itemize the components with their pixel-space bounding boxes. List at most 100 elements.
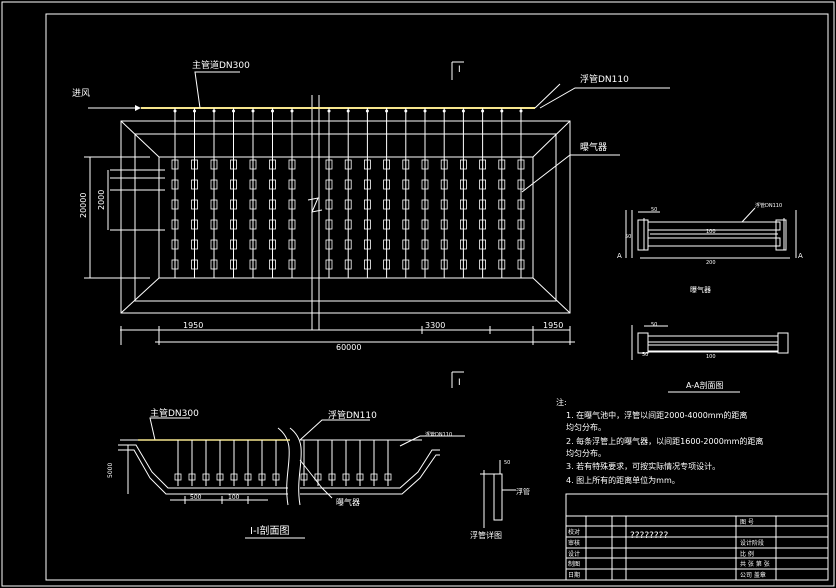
aerator	[517, 159, 525, 170]
aerator	[383, 159, 391, 170]
aa-dim-second-left: 50	[642, 352, 648, 358]
aerator	[210, 159, 218, 170]
aerator	[269, 259, 276, 270]
section-aerator	[258, 473, 266, 481]
section-dim-a: 500	[190, 494, 202, 501]
pipe-junction	[212, 109, 216, 113]
aerator	[421, 219, 429, 230]
aerator	[288, 239, 296, 250]
aa-dim-top: 50	[651, 207, 657, 213]
aerator	[191, 179, 198, 190]
pipe-junction	[346, 109, 350, 113]
pipe-junction	[404, 109, 408, 113]
aa-detail	[625, 207, 797, 360]
plan-float-pipe-label: 浮管DN110	[580, 73, 629, 85]
tank-outer	[120, 120, 571, 314]
plan-dim-right-end: 1950	[543, 321, 563, 330]
aa-dim-second-top: 50	[651, 322, 657, 328]
aerator	[402, 199, 410, 210]
aerator	[402, 159, 410, 170]
notes: 注: 1. 在曝气池中，浮管以间距2000-4000mm的距离 均匀分布。 2.…	[556, 397, 763, 485]
aerator	[402, 259, 410, 270]
aerator	[344, 259, 352, 270]
aa-title: A-A剖面图	[686, 380, 723, 390]
title-block	[565, 493, 829, 581]
aerator	[230, 219, 237, 230]
aerator	[269, 239, 276, 250]
pipe-junction	[385, 109, 389, 113]
pipe-junction	[365, 109, 369, 113]
aerator	[171, 239, 179, 250]
section-aerator	[370, 473, 378, 481]
aerator	[325, 159, 333, 170]
pipe-junction	[232, 109, 235, 113]
plan-leaders	[110, 71, 670, 231]
aerator	[269, 199, 276, 210]
aerator	[517, 179, 525, 190]
aerator	[498, 239, 506, 250]
aerator	[383, 239, 391, 250]
aerator	[440, 159, 448, 170]
aerator	[517, 199, 525, 210]
section-aerator	[174, 473, 182, 481]
aa-pipe-callout: 浮管DN110	[755, 202, 782, 209]
aerator	[171, 259, 179, 270]
aerator	[325, 179, 333, 190]
aerator	[440, 179, 448, 190]
aerator	[479, 179, 487, 190]
aerator	[288, 179, 296, 190]
aerator	[421, 179, 429, 190]
notes-line-3: 2. 每条浮管上的曝气器，以间距1600-2000mm的距离	[566, 436, 763, 446]
aerator	[249, 199, 257, 210]
aerator	[171, 179, 179, 190]
plan-section-mark-bottom: I	[458, 378, 461, 388]
aerator	[249, 179, 257, 190]
aerator	[344, 179, 352, 190]
aerator	[459, 179, 467, 190]
pipe-junction	[173, 109, 177, 113]
pipe-junction	[327, 109, 331, 113]
aerator	[325, 259, 333, 270]
notes-line-2: 均匀分布。	[566, 422, 606, 432]
title-left-row-4: 制图	[568, 560, 580, 568]
plan-main-pipe	[88, 83, 561, 111]
title-right-row-3: 比 例	[740, 550, 754, 558]
aerator	[517, 219, 525, 230]
notes-line-1: 1. 在曝气池中，浮管以间距2000-4000mm的距离	[566, 410, 747, 420]
aerator	[402, 219, 410, 230]
aerator	[191, 259, 198, 270]
section-depth-dim: 5000	[107, 463, 114, 478]
aerator	[191, 199, 198, 210]
aerator	[191, 159, 198, 170]
pipe-junction	[519, 109, 523, 113]
pipe-junction	[481, 109, 485, 113]
notes-line-5: 3. 若有特殊要求，可按实际情况专项设计。	[566, 461, 720, 471]
section-aerator	[202, 473, 210, 481]
aerator	[249, 219, 257, 230]
plan-dim-total-length: 60000	[336, 343, 361, 352]
aerator	[344, 219, 352, 230]
plan-float-pipes	[171, 108, 525, 278]
plan-dim-pipe-pitch: 3300	[425, 321, 445, 330]
aerator	[210, 199, 218, 210]
aerator	[288, 219, 296, 230]
section-aerator	[216, 473, 224, 481]
aerator	[230, 259, 237, 270]
aerator	[479, 259, 487, 270]
aerator	[230, 199, 237, 210]
section-title: I-I剖面图	[250, 524, 290, 537]
aerator	[171, 219, 179, 230]
section-main-pipe-label: 主管DN300	[150, 407, 199, 419]
pipe-junction	[500, 109, 504, 113]
section-aerator	[342, 473, 350, 481]
aerator	[421, 159, 429, 170]
section-aerator-label: 曝气器	[336, 497, 360, 507]
aerator	[288, 199, 296, 210]
aerator	[363, 239, 371, 250]
aa-section-letter-left: A	[617, 252, 622, 260]
section-aerator	[384, 473, 392, 481]
plan-dim-aerator-pitch: 2000	[97, 190, 106, 210]
aerator	[498, 259, 506, 270]
title-right-row-1: 图 号	[740, 519, 754, 526]
title-right-row-2: 设计阶段	[740, 539, 764, 547]
